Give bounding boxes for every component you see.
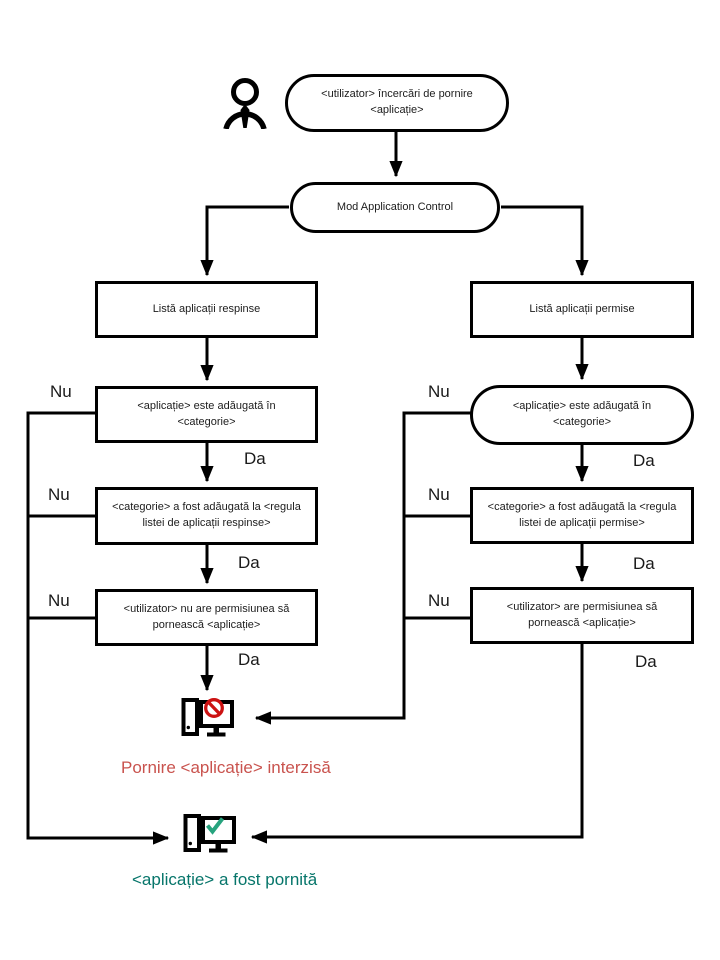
label-no-denied-rule: Nu — [48, 485, 70, 505]
label-yes-allowed-category: Da — [633, 451, 655, 471]
node-denied-apps-list: Listă aplicații respinse — [95, 281, 318, 338]
label-no-denied-category: Nu — [50, 382, 72, 402]
node-user-has-permission: <utilizator> are permisiunea să porneasc… — [470, 587, 694, 644]
computer-blocked-icon — [178, 694, 236, 742]
label-yes-allowed-permission: Da — [635, 652, 657, 672]
user-icon — [221, 75, 269, 129]
computer-started-icon — [180, 810, 238, 858]
node-denied-app-in-category: <aplicație> este adăugată în <categorie> — [95, 386, 318, 443]
result-blocked-text: Pornire <aplicație> interzisă — [121, 758, 331, 778]
label-yes-denied-permission: Da — [238, 650, 260, 670]
label-no-allowed-rule: Nu — [428, 485, 450, 505]
label-yes-denied-rule: Da — [238, 553, 260, 573]
label-no-allowed-permission: Nu — [428, 591, 450, 611]
node-denied-category-rule: <categorie> a fost adăugată la <regula l… — [95, 487, 318, 545]
label-no-allowed-category: Nu — [428, 382, 450, 402]
label-yes-allowed-rule: Da — [633, 554, 655, 574]
label-yes-denied-category: Da — [244, 449, 266, 469]
node-application-control-mode: Mod Application Control — [290, 182, 500, 233]
prohibition-sign-icon — [206, 700, 223, 717]
node-start: <utilizator> încercări de pornire <aplic… — [285, 74, 509, 132]
node-allowed-apps-list: Listă aplicații permise — [470, 281, 694, 338]
node-allowed-app-in-category: <aplicație> este adăugată în <categorie> — [470, 385, 694, 445]
node-user-no-permission: <utilizator> nu are permisiunea să porne… — [95, 589, 318, 646]
result-started-text: <aplicație> a fost pornită — [132, 870, 317, 890]
node-allowed-category-rule: <categorie> a fost adăugată la <regula l… — [470, 487, 694, 544]
label-no-denied-permission: Nu — [48, 591, 70, 611]
